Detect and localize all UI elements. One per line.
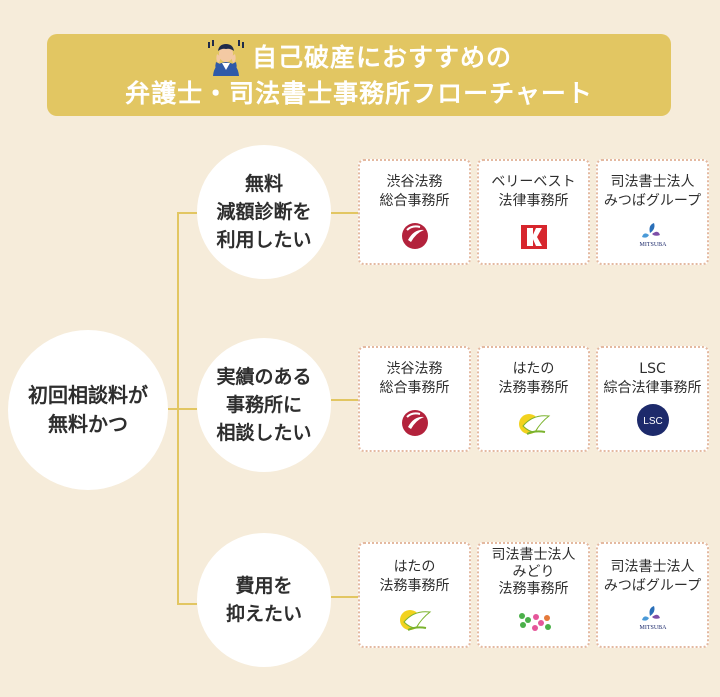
firm-card[interactable]: LSC 綜合法律事務所 LSC [596, 346, 709, 452]
connector-root-horizontal [168, 408, 179, 410]
lsc-logo-icon: LSC [636, 404, 669, 436]
firm-name: はたの 法務事務所 [379, 559, 450, 594]
worried-person-icon [207, 40, 244, 76]
category-low-cost: 費用を 抑えたい [197, 533, 331, 667]
verybest-logo-icon [520, 225, 547, 249]
firm-name: ベリーベスト 法律事務所 [491, 174, 576, 209]
firm-card[interactable]: 渋谷法務 総合事務所 [358, 159, 471, 265]
firm-card[interactable]: 司法書士法人 みつばグループ MITSUBA [596, 542, 709, 648]
shibuya-logo-icon [401, 223, 428, 249]
firm-card[interactable]: はたの 法務事務所 [477, 346, 590, 452]
firm-name: LSC 綜合法律事務所 [603, 361, 702, 396]
firm-card[interactable]: ベリーベスト 法律事務所 [477, 159, 590, 265]
connector-branch-3 [177, 603, 197, 605]
mitsuba-logo-icon: MITSUBA [639, 606, 667, 631]
firm-name: 司法書士法人 みつばグループ [603, 174, 702, 209]
category-free-diagnosis: 無料 減額診断を 利用したい [197, 145, 331, 279]
svg-text:LSC: LSC [643, 416, 662, 427]
title-banner: 自己破産におすすめの 弁護士・司法書士事務所フローチャート [47, 34, 671, 116]
connector-cards-1 [331, 212, 358, 214]
firm-name: 渋谷法務 総合事務所 [379, 361, 450, 396]
connector-branch-1 [177, 212, 197, 214]
firm-card[interactable]: 渋谷法務 総合事務所 [358, 346, 471, 452]
firm-name: 司法書士法人 みつばグループ [603, 559, 702, 594]
firm-card[interactable]: 司法書士法人 みどり 法務事務所 [477, 542, 590, 648]
hatano-logo-icon [399, 610, 431, 631]
firm-name: はたの 法務事務所 [498, 361, 569, 396]
svg-text:MITSUBA: MITSUBA [639, 242, 667, 248]
title-line-1: 自己破産におすすめの [251, 43, 512, 72]
mitsuba-logo-icon: MITSUBA [639, 223, 667, 248]
connector-branch-2 [177, 408, 197, 410]
root-line-1: 初回相談料が [28, 383, 148, 407]
firm-name: 司法書士法人 みどり 法務事務所 [491, 547, 576, 597]
title-line-2: 弁護士・司法書士事務所フローチャート [125, 79, 593, 108]
root-line-2: 無料かつ [48, 412, 128, 436]
root-condition-circle: 初回相談料が 無料かつ [8, 330, 168, 490]
midori-logo-icon [518, 613, 551, 631]
firm-card[interactable]: はたの 法務事務所 [358, 542, 471, 648]
category-track-record: 実績のある 事務所に 相談したい [197, 338, 331, 472]
firm-name: 渋谷法務 総合事務所 [379, 174, 450, 209]
firm-card[interactable]: 司法書士法人 みつばグループ MITSUBA [596, 159, 709, 265]
connector-cards-3 [331, 596, 358, 598]
hatano-logo-icon [518, 414, 550, 435]
svg-text:MITSUBA: MITSUBA [639, 625, 667, 631]
shibuya-logo-icon [401, 410, 428, 436]
connector-cards-2 [331, 399, 358, 401]
